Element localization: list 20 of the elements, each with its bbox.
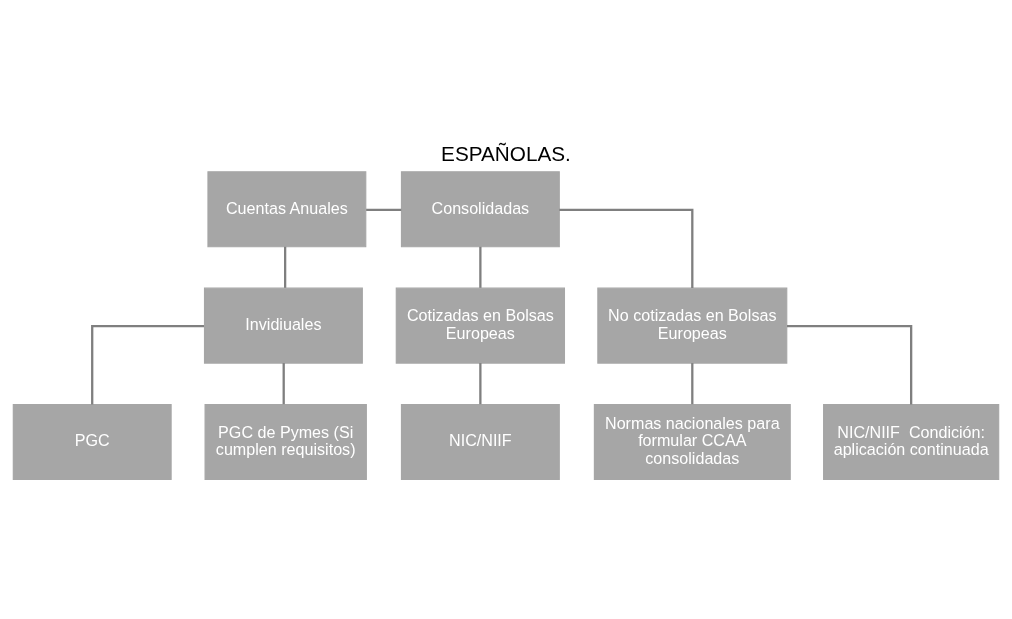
node-box: Cuentas Anuales — [207, 171, 367, 248]
node-box: Normas nacionales para formular CCAA consolidadas — [593, 403, 791, 480]
diagram-title: ESPAÑOLAS. — [441, 141, 571, 165]
connector — [479, 363, 482, 405]
node-box: Invidiuales — [203, 287, 363, 364]
node-box: Consolidadas — [400, 171, 560, 248]
connector — [282, 363, 285, 405]
connector — [787, 325, 913, 405]
node-box: PGC — [12, 403, 172, 480]
connector — [559, 208, 694, 289]
node-box: PGC de Pymes (Si cumplen requisitos) — [204, 403, 367, 480]
node-box: No cotizadas en Bolsas Europeas — [597, 287, 788, 364]
node-box: NIC/NIIF — [400, 403, 560, 480]
node-box: Cotizadas en Bolsas Europeas — [395, 287, 566, 364]
node-box: NIC/NIIF Condición: aplicación continuada — [823, 403, 1000, 480]
connector — [691, 363, 694, 405]
connector — [91, 325, 204, 405]
connector — [284, 246, 287, 288]
connector — [366, 208, 402, 211]
connector — [479, 246, 482, 288]
